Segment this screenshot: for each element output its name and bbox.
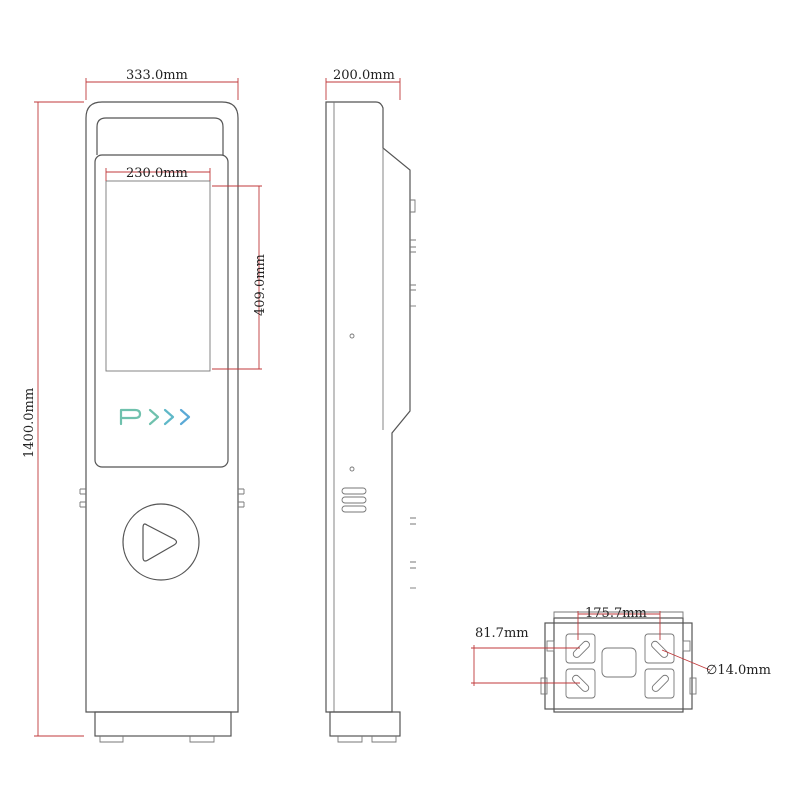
mounting-slot-tr bbox=[644, 633, 675, 664]
hole-spacing-label: 175.7mm bbox=[585, 606, 647, 621]
base-top-lip bbox=[553, 611, 684, 618]
front-height-dimension: 1400.0mm bbox=[22, 101, 84, 737]
side-view: 200.0mm bbox=[325, 68, 416, 743]
front-view: 333.0mm 1400.0mm 230.0mm 409.0mm bbox=[22, 68, 268, 743]
screen-width-dimension: 230.0mm bbox=[105, 166, 211, 181]
base-left-tab bbox=[546, 640, 555, 652]
base-view: 175.7mm 81.7mm ∅14.0mm bbox=[471, 606, 771, 713]
base-right-clip bbox=[689, 677, 697, 695]
front-left-vents bbox=[79, 488, 86, 508]
side-brackets bbox=[410, 199, 416, 589]
side-vent bbox=[341, 487, 367, 513]
base-center-cutout bbox=[601, 647, 637, 678]
screen-width-label: 230.0mm bbox=[126, 166, 188, 181]
front-display bbox=[105, 180, 211, 372]
side-base-plinth bbox=[329, 711, 401, 737]
base-left-clip bbox=[540, 677, 548, 695]
front-body-outline bbox=[85, 101, 239, 713]
front-right-vents bbox=[238, 488, 245, 508]
screen-height-label: 409.0mm bbox=[253, 254, 268, 316]
side-depth-label: 200.0mm bbox=[333, 68, 395, 83]
parking-logo bbox=[119, 408, 191, 426]
front-width-dimension: 333.0mm bbox=[85, 68, 239, 100]
base-right-tab bbox=[682, 640, 691, 652]
front-screen-panel bbox=[94, 154, 229, 468]
hole-diameter-label: ∅14.0mm bbox=[706, 663, 771, 678]
hole-diameter-dimension: ∅14.0mm bbox=[661, 649, 771, 678]
front-feet bbox=[99, 736, 215, 743]
play-triangle-icon bbox=[142, 523, 178, 562]
front-width-label: 333.0mm bbox=[126, 68, 188, 83]
front-base-plinth bbox=[94, 711, 232, 737]
front-height-label: 1400.0mm bbox=[22, 388, 37, 458]
play-button-ring bbox=[122, 503, 200, 581]
mounting-slot-br bbox=[644, 668, 675, 699]
hole-offset-label: 81.7mm bbox=[475, 626, 529, 641]
logo-arrow-3 bbox=[179, 408, 191, 426]
hole-spacing-dimension: 175.7mm bbox=[577, 606, 661, 640]
base-inner-plate bbox=[553, 617, 684, 713]
mounting-slot-bl bbox=[565, 668, 596, 699]
side-depth-dimension: 200.0mm bbox=[325, 68, 401, 100]
logo-arrow-1 bbox=[148, 408, 160, 426]
mounting-slot-tl bbox=[565, 633, 596, 664]
base-outer-plate bbox=[544, 622, 693, 710]
hole-offset-dimension: 81.7mm bbox=[471, 626, 580, 686]
front-handle bbox=[96, 117, 224, 155]
logo-letter-p bbox=[119, 408, 142, 426]
side-screw-lower bbox=[349, 466, 355, 472]
side-feet bbox=[337, 736, 397, 743]
screen-height-dimension: 409.0mm bbox=[212, 185, 268, 370]
logo-arrow-2 bbox=[163, 408, 175, 426]
side-screw-upper bbox=[349, 333, 355, 339]
side-body-outline bbox=[325, 101, 411, 713]
